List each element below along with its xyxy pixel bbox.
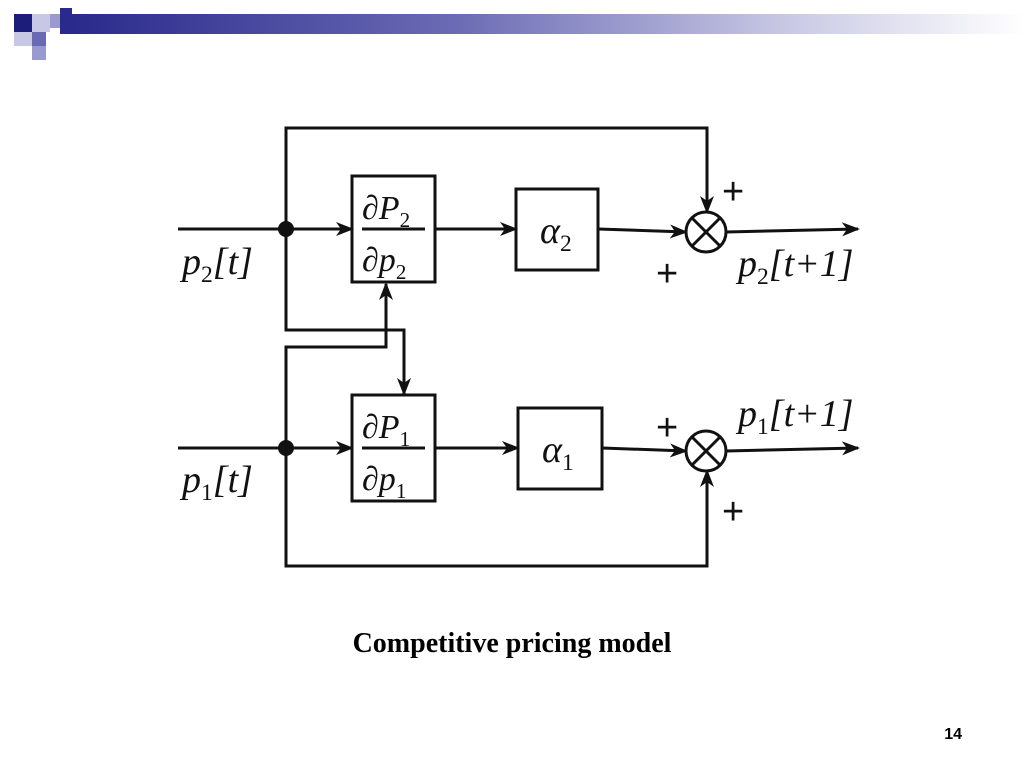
page-number: 14 — [944, 726, 962, 743]
header-gradient-bar — [72, 14, 1024, 34]
header-square-light — [32, 14, 50, 32]
wire-top-gain-to-sum — [597, 224, 688, 239]
wire-bottom-feedback — [284, 448, 714, 568]
label-gain-bottom: α1 — [542, 429, 574, 476]
wire-top-feedback — [284, 126, 714, 229]
wire-bottom-gain-to-sum — [601, 443, 688, 458]
wire-top-output — [725, 222, 860, 237]
header-square-small — [32, 46, 46, 60]
slide-caption: Competitive pricing model — [352, 628, 672, 659]
label-bottom-numerator: ∂P1 — [362, 409, 410, 451]
label-top-numerator: ∂P2 — [362, 190, 410, 232]
label-top-denominator: ∂p2 — [362, 242, 406, 284]
label-bottom-denominator: ∂p1 — [362, 461, 406, 503]
block-top-derivative — [350, 174, 437, 284]
header-square-dark — [14, 14, 32, 32]
sign-top-feedback: + — [722, 171, 744, 213]
sign-bottom-feedback: + — [722, 491, 744, 533]
block-top-gain — [514, 187, 600, 272]
sign-bottom-forward: + — [656, 407, 678, 449]
wire-bottom-output — [725, 441, 860, 456]
sign-top-forward: + — [656, 253, 678, 295]
label-output-top: p2[t+1] — [735, 243, 854, 290]
label-input-bottom: p1[t] — [179, 459, 253, 506]
label-output-bottom: p1[t+1] — [735, 393, 854, 440]
wire-cross-top-to-bottom — [284, 229, 411, 396]
header-square-mid-2 — [32, 32, 46, 46]
junction-dot-top — [278, 221, 294, 237]
header-square-light-2 — [14, 32, 32, 46]
block-bottom-gain — [516, 406, 604, 491]
wire-cross-bottom-to-top — [284, 282, 393, 448]
label-gain-top: α2 — [540, 210, 572, 257]
header-square-blue — [60, 8, 72, 34]
label-input-top: p2[t] — [179, 241, 253, 288]
junction-dot-bottom — [278, 440, 294, 456]
block-bottom-derivative — [350, 393, 437, 503]
